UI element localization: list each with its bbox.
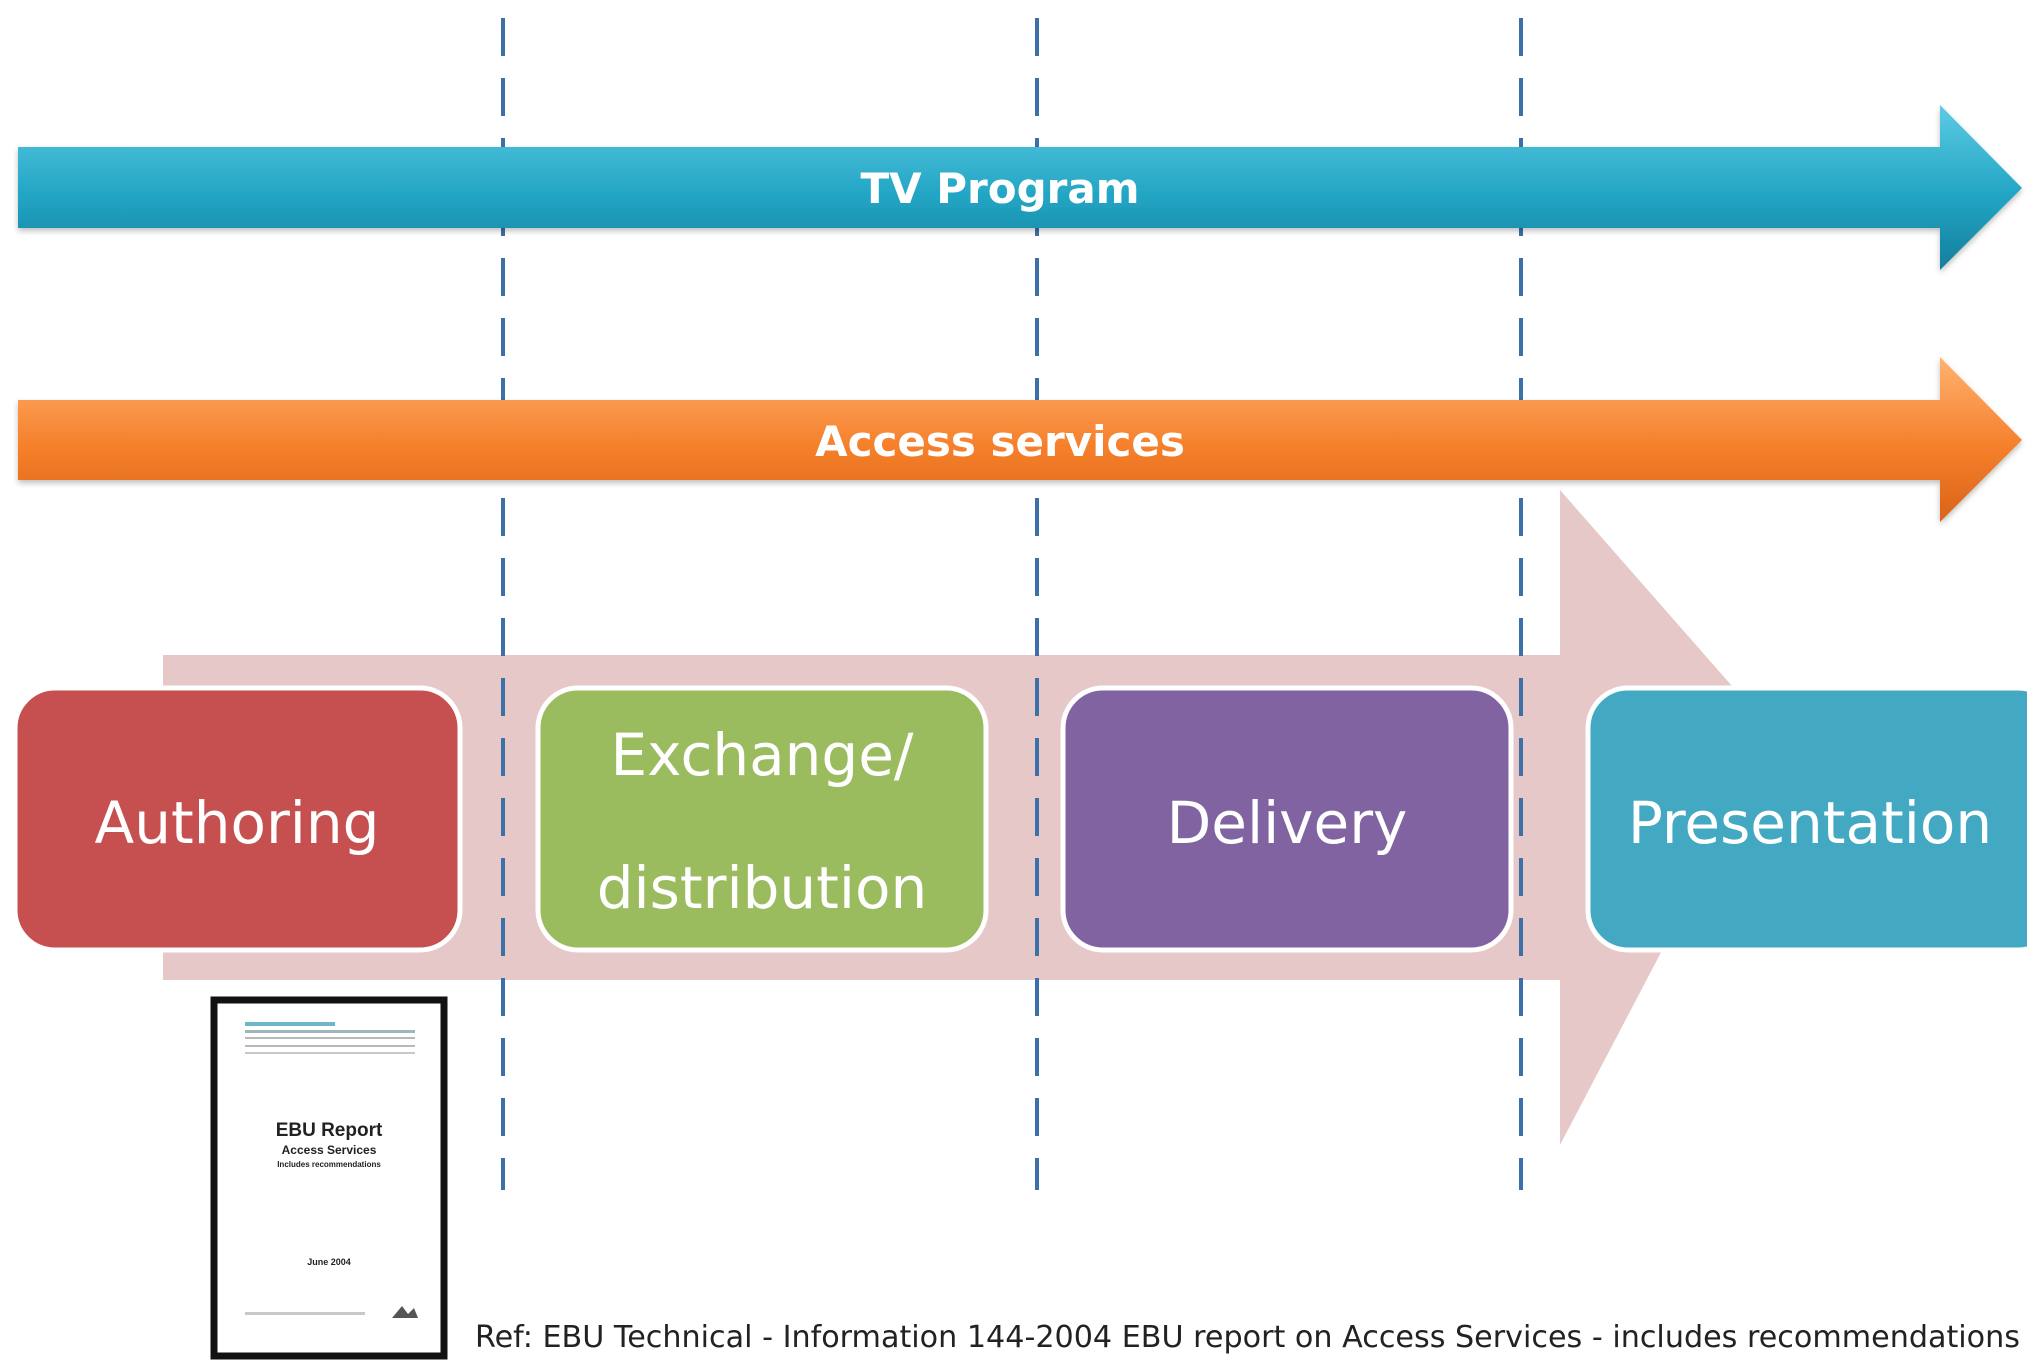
tv-program-label: TV Program [860, 164, 1139, 213]
reference-text: Ref: EBU Technical - Information 144-200… [475, 1320, 2020, 1355]
report-header-line [245, 1045, 415, 1047]
tv-program-arrow: TV Program [18, 105, 2022, 270]
ebu-logo-icon [392, 1306, 418, 1318]
report-subtitle: Access Services [282, 1143, 377, 1157]
ebu-report-thumbnail: EBU Report Access Services Includes reco… [210, 996, 448, 1360]
report-date: June 2004 [307, 1257, 351, 1267]
report-header-line [245, 1052, 415, 1054]
report-header-line [245, 1022, 335, 1026]
report-note: Includes recommendations [277, 1160, 381, 1169]
access-services-arrow-shape [18, 357, 2022, 522]
stage-label: Presentation [1628, 789, 1992, 857]
stage-box [1060, 685, 1514, 953]
access-services-label: Access services [815, 417, 1185, 466]
stage-box [1585, 685, 2027, 953]
tv-program-arrow-shape [18, 105, 2022, 270]
stage-label: Delivery [1167, 789, 1408, 857]
stage-authoring: Authoring [12, 685, 463, 953]
stage-label-line-1: Exchange/ [611, 721, 914, 789]
stage-presentation: Presentation [1585, 685, 2027, 953]
stage-label: Authoring [95, 789, 380, 857]
stage-exchange-distribution: Exchange/ distribution [535, 685, 989, 953]
report-header-line [245, 1030, 415, 1033]
report-header-line [245, 1037, 415, 1039]
stage-delivery: Delivery [1060, 685, 1514, 953]
stage-box [535, 685, 989, 953]
stage-label-line-2: distribution [597, 854, 928, 922]
report-title: EBU Report [276, 1120, 383, 1141]
stage-box [12, 685, 463, 953]
access-services-arrow: Access services [18, 357, 2022, 522]
report-frame [210, 996, 448, 1360]
report-footer-line [245, 1312, 365, 1315]
